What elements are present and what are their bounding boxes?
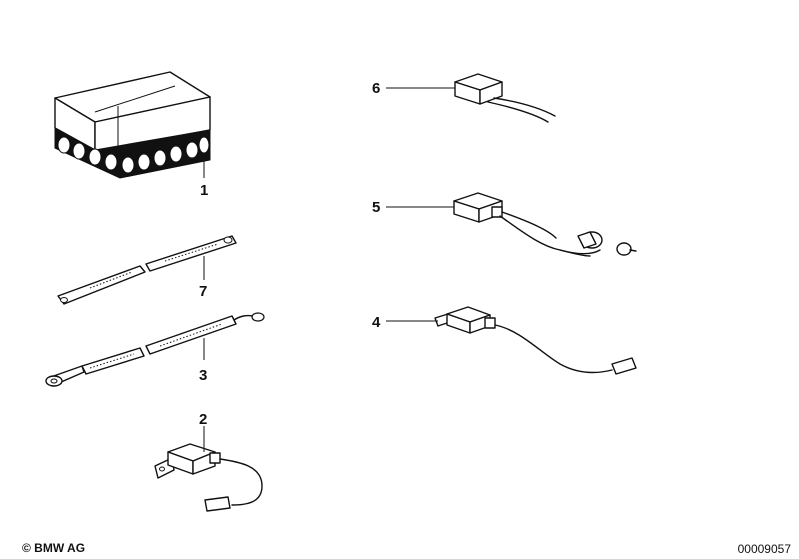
callout-4: 4 [372, 314, 381, 331]
part-6-relay [386, 73, 556, 123]
callout-1: 1 [200, 182, 209, 199]
part-3-ground-strap [45, 312, 265, 387]
document-number: 00009057 [737, 542, 791, 556]
part-1-grommet-box [54, 71, 211, 179]
callout-3: 3 [199, 367, 208, 384]
callout-6: 6 [372, 80, 381, 97]
copyright-text: © BMW AG [22, 541, 86, 555]
part-2-sensor [154, 426, 263, 512]
part-7-strap [57, 235, 237, 305]
callout-2: 2 [199, 411, 208, 428]
callout-5: 5 [372, 199, 381, 216]
part-4-sensor-lead [386, 306, 637, 375]
part-5-relay-harness [386, 192, 637, 257]
callout-7: 7 [199, 283, 208, 300]
